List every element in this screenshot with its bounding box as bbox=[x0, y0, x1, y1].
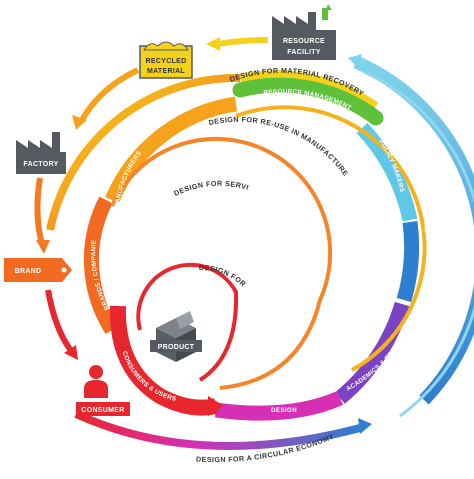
ring-outer-right bbox=[363, 70, 474, 418]
band-consumers-users bbox=[109, 305, 218, 416]
label-design: DESIGN bbox=[271, 407, 297, 414]
band-influencers bbox=[353, 56, 474, 405]
node-product: PRODUCT bbox=[150, 311, 202, 362]
ring-longevity bbox=[136, 262, 239, 382]
ring-circular-economy bbox=[74, 410, 362, 450]
ring-material-recovery-right bbox=[239, 70, 379, 110]
band-material-experts bbox=[105, 96, 238, 203]
band-design bbox=[214, 391, 344, 421]
factory-icon bbox=[16, 132, 60, 152]
person-icon bbox=[84, 365, 108, 398]
arrow-head-consumers-users bbox=[208, 396, 224, 416]
resource-facility-line2: FACILITY bbox=[287, 49, 321, 56]
resource-facility-line1: RESOURCE bbox=[283, 38, 325, 45]
band-brands-companies bbox=[83, 196, 119, 335]
node-factory: FACTORY bbox=[16, 132, 66, 174]
recycled-material-line2: MATERIAL bbox=[147, 68, 185, 75]
product-box-icon bbox=[156, 311, 196, 362]
arrow-head-recycled bbox=[206, 37, 220, 51]
band-academics bbox=[335, 301, 410, 404]
ring-reuse-in-manufacture bbox=[235, 105, 427, 372]
arrow-head-influencers bbox=[348, 54, 362, 68]
arrow-head-brand bbox=[36, 240, 50, 254]
arrow-head-factory bbox=[72, 115, 87, 130]
node-consumer: CONSUMER bbox=[76, 365, 130, 416]
node-brand: BRAND bbox=[4, 258, 72, 282]
material-pile-icon bbox=[143, 41, 189, 51]
node-recycled-material: RECYCLED MATERIAL bbox=[139, 41, 193, 79]
arrow-head-circular bbox=[358, 418, 372, 434]
flow-arc-brand-to-consumer bbox=[45, 289, 75, 354]
node-resource-facility: RESOURCE FACILITY bbox=[272, 4, 336, 60]
band-resource-management bbox=[232, 77, 384, 126]
band-investors bbox=[396, 221, 420, 303]
tag-icon bbox=[4, 258, 72, 282]
flow-arc-resource-to-recycled bbox=[217, 37, 269, 47]
flow-arc-factory-to-brand bbox=[34, 177, 45, 245]
product-label: PRODUCT bbox=[158, 344, 195, 351]
brand-label: BRAND bbox=[15, 268, 42, 275]
arrow-head-consumer bbox=[64, 345, 78, 360]
label-design-reuse: DESIGN FOR RE-USE IN MANUFACTURE bbox=[208, 115, 351, 178]
label-investors: INVESTORS bbox=[387, 248, 401, 288]
factory-label: FACTORY bbox=[23, 161, 58, 168]
flow-arc-recycled-to-factory bbox=[79, 67, 140, 122]
ring-material-recovery bbox=[46, 73, 241, 231]
factory-icon-resource bbox=[272, 4, 332, 30]
recycled-material-line1: RECYCLED bbox=[146, 58, 187, 65]
consumer-label: CONSUMER bbox=[81, 407, 124, 414]
ring-service bbox=[110, 136, 333, 390]
